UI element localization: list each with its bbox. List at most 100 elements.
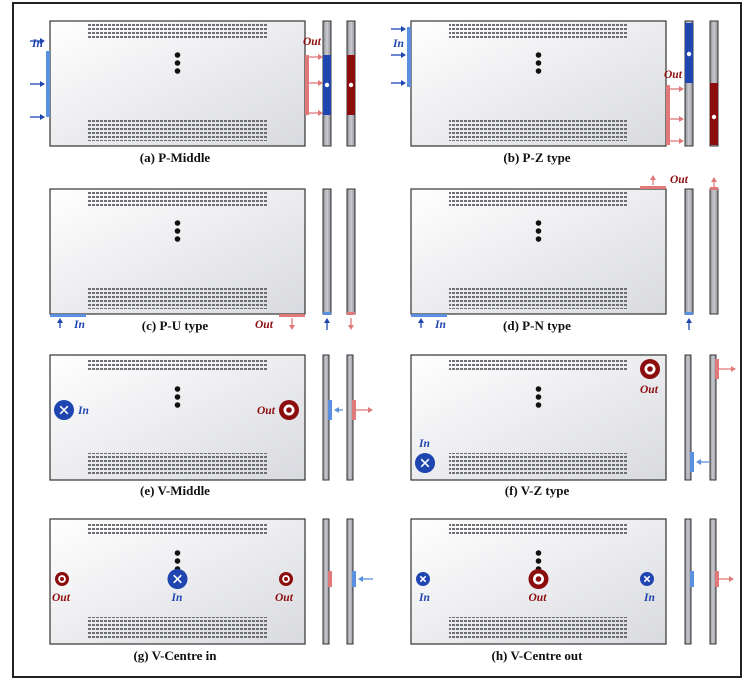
arrow-head: [318, 110, 323, 116]
arrow-head: [358, 576, 363, 582]
arrow-head: [40, 81, 45, 87]
outlet-stub: [328, 571, 332, 587]
side-view-bar: [684, 20, 694, 147]
ellipsis-dot: [535, 386, 542, 392]
inlet-label: In: [418, 438, 430, 450]
ellipsis-dot: [174, 60, 181, 66]
panel-caption: (c) P-U type: [142, 318, 209, 333]
outlet-core: [647, 366, 653, 372]
ellipsis-dot: [174, 236, 181, 242]
bottom-slot-array: [88, 617, 267, 639]
ellipsis-dot: [174, 558, 181, 564]
outlet-header: [640, 186, 666, 189]
outlet-label: Out: [664, 69, 683, 81]
inlet-header: [46, 51, 50, 117]
inlet-label: In: [73, 319, 85, 331]
arrow-head: [289, 325, 295, 330]
cross-mark: [643, 575, 651, 583]
outlet-label: Out: [670, 174, 689, 186]
outlet-core: [284, 577, 288, 581]
outlet-label: Out: [303, 36, 322, 48]
outlet-core: [286, 407, 292, 413]
cross-mark: [59, 405, 69, 415]
cross-mark: [173, 574, 182, 584]
side-view-bar: [684, 188, 694, 315]
arrow-head: [401, 26, 406, 32]
inlet-label: In: [77, 405, 89, 417]
arrow-head: [40, 38, 45, 44]
inlet-header: [50, 314, 86, 317]
side-view-bar: [322, 188, 332, 315]
panel-v-centre-in: Out In Out (g) V-Centre in: [49, 518, 373, 663]
top-slot-array: [449, 24, 628, 38]
panel-caption: (b) P-Z type: [503, 150, 570, 165]
outlet-channel: [710, 187, 718, 190]
outer-frame: [12, 2, 742, 678]
ellipsis-dot: [174, 394, 181, 400]
outlet-channel: [347, 312, 355, 315]
inlet-stub: [690, 571, 694, 587]
top-slot-array: [88, 358, 267, 372]
top-slot-array: [88, 24, 267, 38]
panel-caption: (f) V-Z type: [505, 483, 570, 498]
port-dot: [711, 114, 717, 120]
arrow-head: [318, 54, 323, 60]
ellipsis-dot: [174, 52, 181, 58]
ellipsis-dot: [535, 550, 542, 556]
ellipsis-dot: [535, 394, 542, 400]
inlet-stub: [328, 400, 332, 420]
ellipsis-dot: [535, 236, 542, 242]
bottom-slot-array: [88, 287, 267, 309]
arrow-head: [696, 459, 701, 465]
panel-caption: (g) V-Centre in: [133, 648, 217, 663]
outlet-label: Out: [255, 319, 274, 331]
side-view-bar: [346, 188, 356, 315]
arrow-head: [324, 318, 330, 323]
side-view-bar: [709, 354, 717, 481]
ellipsis-dot: [535, 228, 542, 234]
ellipsis-dot: [174, 550, 181, 556]
arrow-head: [334, 407, 339, 413]
outlet-stub: [352, 400, 356, 420]
side-view-bar: [709, 188, 719, 315]
outlet-label-right: Out: [275, 592, 294, 604]
bottom-slot-array: [449, 119, 628, 141]
ellipsis-dot: [174, 386, 181, 392]
arrow-head: [679, 138, 684, 144]
arrow-head: [679, 86, 684, 92]
outlet-header: [305, 55, 309, 115]
outlet-stub: [715, 359, 719, 379]
inlet-header: [411, 314, 447, 317]
ellipsis-dot: [535, 402, 542, 408]
outlet-stub: [715, 571, 719, 587]
inlet-stub: [352, 571, 356, 587]
arrow-head: [711, 177, 717, 182]
cross-mark: [420, 458, 430, 468]
ellipsis-dot: [535, 52, 542, 58]
arrow-head: [686, 318, 692, 323]
inlet-label: In: [171, 592, 183, 604]
ellipsis-dot: [535, 68, 542, 74]
top-slot-array: [88, 192, 267, 206]
arrow-head: [401, 52, 406, 58]
inlet-channel: [323, 312, 331, 315]
bottom-slot-array: [88, 119, 267, 141]
arrow-head: [679, 116, 684, 122]
inlet-label-left: In: [418, 592, 430, 604]
inlet-label: In: [392, 38, 404, 50]
ellipsis-dot: [535, 220, 542, 226]
outlet-label-left: Out: [52, 592, 71, 604]
arrow-head: [57, 318, 63, 323]
panel-caption: (a) P-Middle: [140, 150, 211, 165]
inlet-label-right: In: [643, 592, 655, 604]
inlet-channel: [685, 312, 693, 315]
outlet-header: [666, 85, 670, 145]
outlet-label: Out: [257, 405, 276, 417]
inlet-label: In: [31, 38, 43, 50]
top-slot-array: [449, 358, 628, 372]
arrow-head: [729, 576, 734, 582]
